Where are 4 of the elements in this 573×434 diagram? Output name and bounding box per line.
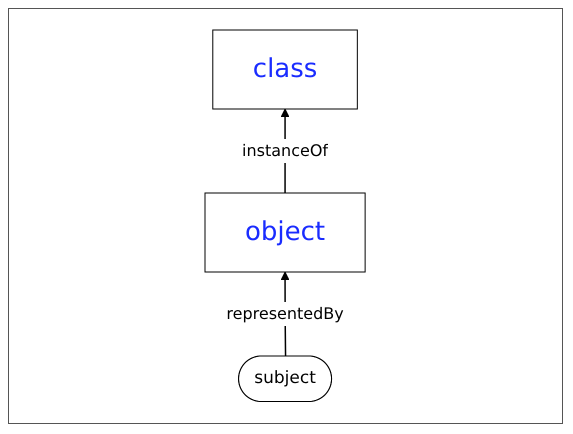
edge-label: instanceOf [242,141,329,160]
node-box: object [204,192,366,273]
node-box: class [212,30,358,110]
edge-label: representedBy [226,304,344,324]
